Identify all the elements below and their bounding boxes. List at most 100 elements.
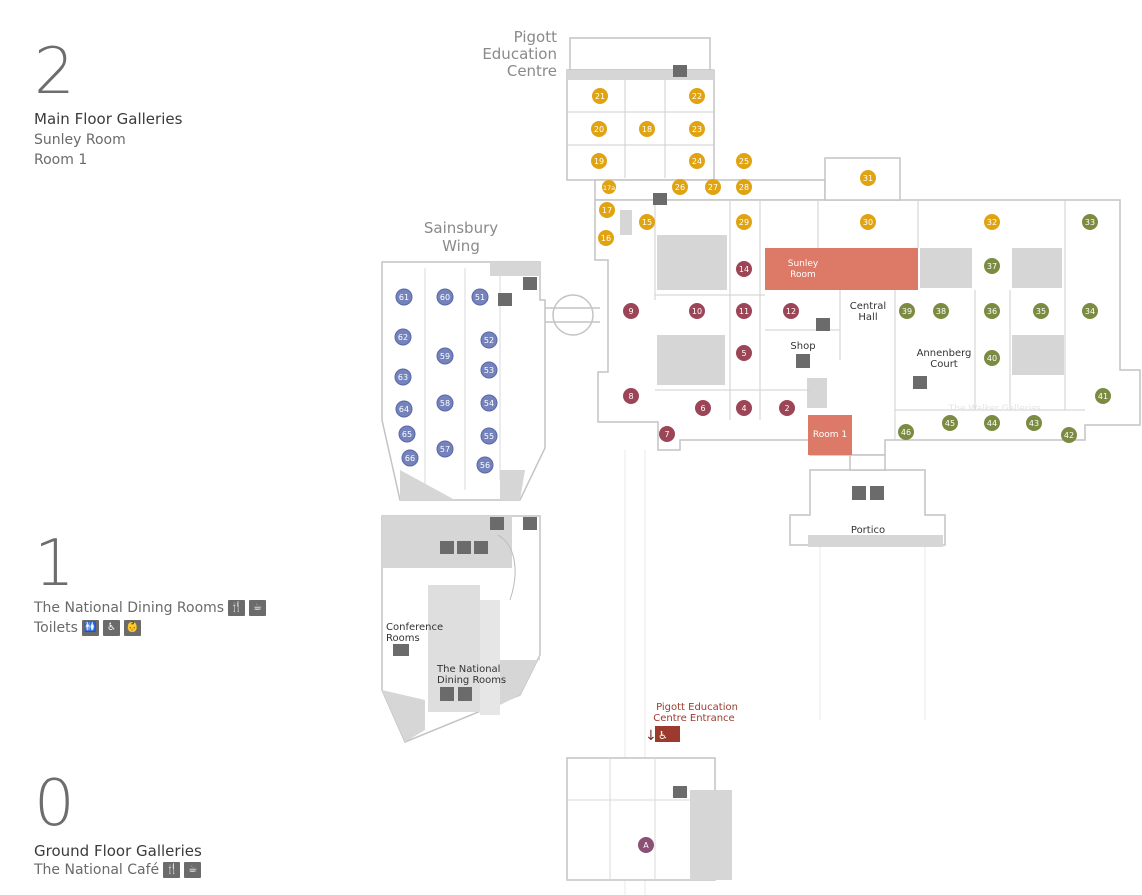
room-number-6: 6 (700, 404, 705, 413)
pigott-label-1: Pigott (514, 28, 557, 46)
room-marker-30: 30 (860, 214, 876, 230)
svg-text:♿: ♿ (658, 729, 668, 742)
room-number-19: 19 (594, 157, 604, 166)
room-marker-33: 33 (1082, 214, 1098, 230)
room-number-24: 24 (692, 157, 702, 166)
room-number-66: 66 (405, 454, 415, 463)
pigott-entrance-label-1: Pigott Education (656, 702, 738, 713)
room-marker-32: 32 (984, 214, 1000, 230)
room-number-42: 42 (1064, 431, 1074, 440)
floor-number-1: 1 (34, 527, 75, 601)
toilet-female-icon (474, 541, 488, 554)
room-marker-53: 53 (480, 361, 498, 379)
conference-icon (393, 644, 409, 656)
room-marker-36: 36 (984, 303, 1000, 319)
room-marker-46: 46 (898, 424, 914, 440)
room-marker-14: 14 (736, 261, 752, 277)
room-marker-62: 62 (394, 328, 412, 346)
restaurant-icon (440, 687, 454, 701)
cafe-label: The National Café (34, 862, 160, 878)
accessible-toilet-icon: ♿ (102, 620, 120, 636)
room-marker-27: 27 (705, 179, 721, 195)
room-number-15: 15 (642, 218, 652, 227)
room-marker-7: 7 (659, 426, 675, 442)
room-number-64: 64 (399, 405, 409, 414)
sainsbury-label-2: Wing (442, 237, 480, 255)
room-number-53: 53 (484, 366, 494, 375)
shop-label: Shop (790, 341, 815, 352)
room-marker-58: 58 (436, 394, 454, 412)
room-number-35: 35 (1036, 307, 1046, 316)
room-marker-64: 64 (395, 400, 413, 418)
audio-guide-icon (498, 293, 512, 306)
sunley-label-1: Sunley (788, 259, 819, 269)
room-number-2: 2 (784, 404, 789, 413)
cafe-icon: ☕ (249, 600, 267, 616)
room-marker-18: 18 (639, 121, 655, 137)
room-number-32: 32 (987, 218, 997, 227)
room-marker-2: 2 (779, 400, 795, 416)
central-hall-label-2: Hall (858, 312, 877, 323)
room1-label: Room 1 (813, 430, 847, 440)
room-marker-8: 8 (623, 388, 639, 404)
restaurant-icon: 🍴 (228, 600, 246, 616)
sunley-label-2: Room (790, 270, 816, 280)
room-number-46: 46 (901, 428, 911, 437)
dining-rooms-label: The National Dining Rooms (34, 600, 225, 616)
room-1-area (808, 415, 852, 455)
lift-icon (816, 318, 830, 331)
room-marker-5: 5 (736, 345, 752, 361)
room-number-21: 21 (595, 92, 605, 101)
room-marker-42: 42 (1061, 427, 1077, 443)
grey-areas (567, 70, 1064, 547)
room-number-A: A (643, 841, 649, 850)
room-number-20: 20 (594, 125, 604, 134)
lift-icon (523, 517, 537, 530)
room-number-65: 65 (402, 430, 412, 439)
room-number-57: 57 (440, 445, 450, 454)
info-icon (870, 486, 884, 500)
room-marker-41: 41 (1095, 388, 1111, 404)
room-number-8: 8 (628, 392, 633, 401)
baby-change-icon (490, 517, 504, 530)
room-number-60: 60 (440, 293, 450, 302)
room-number-61: 61 (399, 293, 409, 302)
lift-icon (523, 277, 537, 290)
room-marker-61: 61 (395, 288, 413, 306)
room-marker-25: 25 (736, 153, 752, 169)
room-marker-22: 22 (689, 88, 705, 104)
legend-floor-2: 2 Main Floor Galleries Sunley Room Room … (34, 40, 182, 168)
shop-icon (796, 354, 810, 368)
room-number-17: 17 (602, 206, 612, 215)
room-number-29: 29 (739, 218, 749, 227)
entrance-access-icon (655, 726, 680, 742)
room-marker-9: 9 (623, 303, 639, 319)
room-number-40: 40 (987, 354, 997, 363)
walker-label: The Walker Galleries (948, 404, 1042, 414)
floor-1-block (381, 515, 541, 743)
annenberg-label-2: Court (930, 359, 958, 370)
room-number-56: 56 (480, 461, 490, 470)
room-marker-57: 57 (436, 440, 454, 458)
room-number-23: 23 (692, 125, 702, 134)
sainsbury-wing-floor-2 (381, 261, 600, 501)
room-marker-63: 63 (394, 368, 412, 386)
room-number-12: 12 (786, 307, 796, 316)
room-marker-19: 19 (591, 153, 607, 169)
room-number-38: 38 (936, 307, 946, 316)
main-building (566, 37, 1141, 546)
room-marker-16: 16 (598, 230, 614, 246)
room-marker-10: 10 (689, 303, 705, 319)
room-number-30: 30 (863, 218, 873, 227)
room-number-55: 55 (484, 432, 494, 441)
lift-icon (653, 193, 667, 205)
central-hall-label-1: Central (850, 301, 886, 312)
room-number-58: 58 (440, 399, 450, 408)
floor-0-title: Ground Floor Galleries (34, 842, 202, 860)
room-number-43: 43 (1029, 419, 1039, 428)
room-number-37: 37 (987, 262, 997, 271)
toilets-label: Toilets (34, 620, 78, 636)
lift-icon (673, 65, 687, 77)
